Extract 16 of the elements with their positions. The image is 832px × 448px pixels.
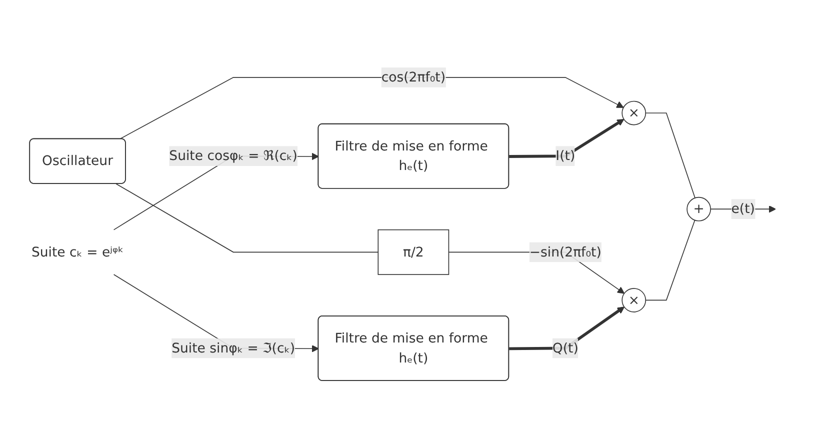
edge-label: Q(t) [552,340,578,356]
edge-label: −sin(2πf₀t) [529,244,602,260]
edge-label: cos(2πf₀t) [381,69,446,85]
node-circle: + [686,196,711,222]
arrow [509,118,624,158]
connector [645,220,696,301]
connector [116,183,379,253]
edge-label: Suite cosφₖ = ℜ(cₖ) [169,148,298,164]
connector [645,112,696,198]
node-circle: × [622,288,646,312]
edge-label: Suite sinφₖ = ℑ(cₖ) [172,340,296,356]
node-box: π/2 [378,229,450,275]
node-text: Suite cₖ = eʲᵠᵏ [31,244,124,260]
edge-label: I(t) [556,148,576,164]
node-circle: × [622,100,646,126]
edge-label: e(t) [731,200,755,217]
